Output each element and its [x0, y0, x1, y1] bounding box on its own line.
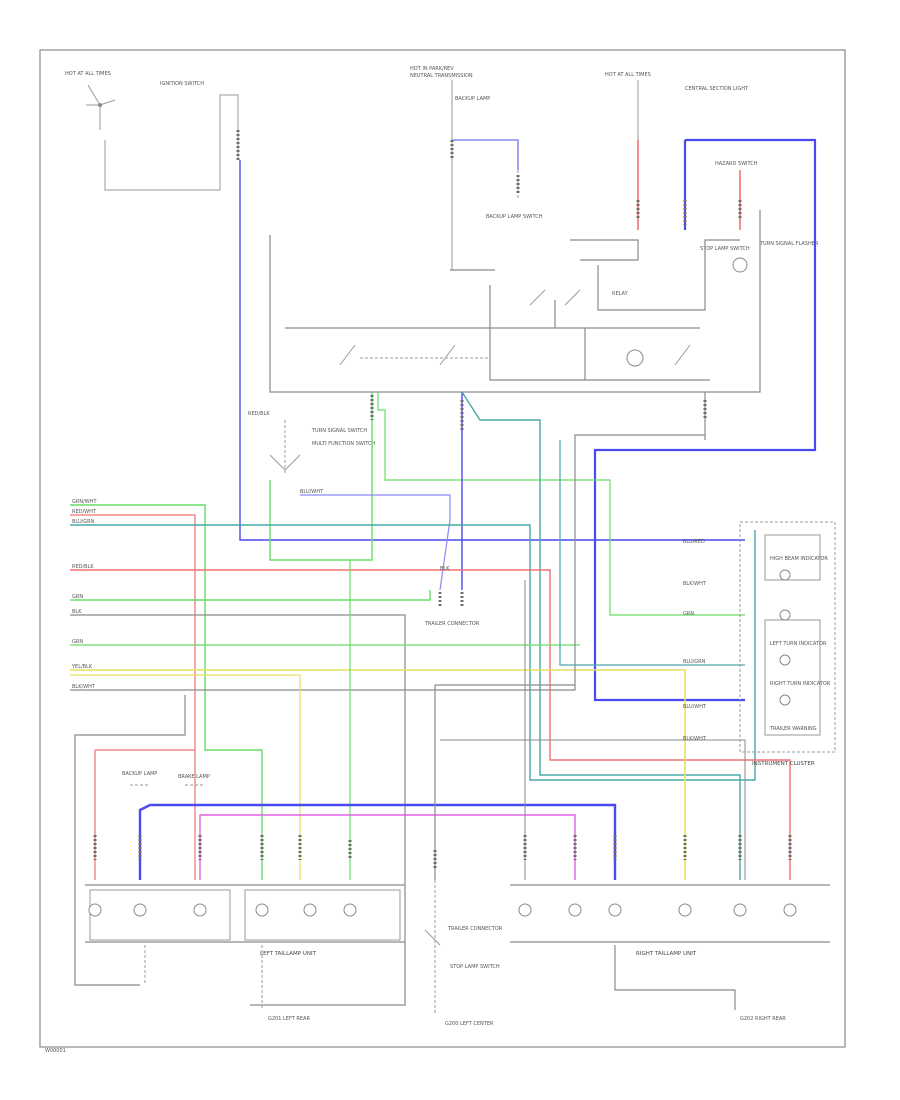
label-trailer-connector: TRAILER CONNECTOR — [424, 621, 480, 627]
label-relay: RELAY — [612, 291, 629, 297]
label-ground-center-small: STOP LAMP SWITCH — [450, 964, 500, 970]
label-ground-right: G202 RIGHT REAR — [740, 1016, 786, 1022]
label-top-right-notes: CENTRAL SECTION LIGHT — [685, 86, 749, 92]
left-taillamp-unit: LEFT TAILLAMP UNIT G201 LEFT REAR — [85, 884, 405, 1022]
cluster-item-4: TRAILER WARNING — [769, 726, 817, 732]
label-ground-center: G200 LEFT CENTER — [445, 1021, 494, 1027]
right-taillamp-unit: RIGHT TAILLAMP UNIT G202 RIGHT REAR — [510, 884, 830, 1022]
label-right-tail: RIGHT TAILLAMP UNIT — [636, 951, 697, 957]
cluster-tag-5: BLU/WHT — [683, 704, 707, 710]
label-backup-small: BACKUP LAMP — [455, 96, 490, 102]
tag-7: GRN — [72, 639, 83, 645]
label-top-center: HOT IN PARK/REV — [410, 66, 454, 72]
center-ground: TRAILER CONNECTOR STOP LAMP SWITCH G200 … — [424, 880, 503, 1027]
tag-2: RED/WHT — [72, 509, 97, 515]
label-top-left-fuse: HOT AT ALL TIMES — [65, 71, 111, 77]
diagram-frame — [39, 49, 846, 1048]
turn-signal-switch: RED/BLK TURN SIGNAL SWITCH MULTI FUNCTIO… — [248, 411, 376, 495]
label-left-tail: LEFT TAILLAMP UNIT — [260, 951, 317, 957]
corner-id: W00001 — [45, 1048, 66, 1054]
label-instrument-cluster: INSTRUMENT CLUSTER — [752, 761, 815, 767]
cluster-tag-2: BLK/WHT — [683, 581, 707, 587]
label-turn-tag: RED/BLK — [248, 411, 270, 417]
ignition-switch-group: HOT AT ALL TIMES IGNITION SWITCH — [65, 71, 239, 191]
tag-5: GRN — [72, 594, 83, 600]
label-backup-lamp: BACKUP LAMP — [122, 771, 157, 777]
label-hazard-switch: HAZARD SWITCH — [715, 161, 758, 167]
label-flasher-small: STOP LAMP SWITCH — [700, 246, 750, 252]
tag-4: RED/BLK — [72, 564, 94, 570]
tag-1: GRN/WHT — [72, 499, 97, 505]
tag-9: BLK/WHT — [72, 684, 96, 690]
tag-6: BLK — [72, 609, 82, 615]
cluster-tag-6: BLK/WHT — [683, 736, 707, 742]
multifunction-switch-assembly: RELAY — [269, 210, 761, 440]
cluster-tag-1: BLU/RED — [683, 539, 705, 545]
connector-ticks — [93, 130, 792, 870]
label-turn-signal-switch: TURN SIGNAL SWITCH — [311, 428, 367, 434]
label-brake-lamp: BRAKE LAMP — [178, 774, 210, 780]
tag-8: YEL/BLK — [71, 664, 93, 670]
label-top-right-fuse: HOT AT ALL TIMES — [605, 72, 651, 78]
relay-coil — [626, 349, 644, 367]
instrument-cluster: HIGH BEAM INDICATOR LEFT TURN INDICATOR … — [683, 521, 836, 767]
label-backup-switch-lower: TRAILER CONNECTOR — [447, 926, 503, 932]
cluster-tag-4: BLU/GRN — [683, 659, 706, 665]
flasher-lamp — [732, 257, 748, 273]
top-right-fuse-group: HOT AT ALL TIMES CENTRAL SECTION LIGHT H… — [605, 72, 819, 273]
label-top-center-2: NEUTRAL TRANSMISSION — [410, 73, 473, 79]
wires-colored — [70, 138, 817, 1006]
trailer-connector: TRAILER CONNECTOR BLK — [424, 566, 480, 627]
label-multifunction: MULTI FUNCTION SWITCH — [312, 441, 376, 447]
left-lamp-labels: BACKUP LAMP BRAKE LAMP — [122, 771, 210, 786]
label-ignition-switch: IGNITION SWITCH — [160, 81, 204, 87]
cluster-item-2: LEFT TURN INDICATOR — [770, 641, 827, 647]
wire-tags-left: GRN/WHT RED/WHT BLU/GRN RED/BLK GRN BLK … — [71, 499, 97, 690]
tag-trailer: BLK — [440, 566, 450, 572]
label-backup-lamp-switch: BACKUP LAMP SWITCH — [486, 214, 543, 220]
cluster-tag-3: GRN — [683, 611, 694, 617]
cluster-item-3: RIGHT TURN INDICATOR — [770, 681, 831, 687]
cluster-item-1: HIGH BEAM INDICATOR — [770, 556, 828, 562]
label-wire-t9: BLU/WHT — [300, 489, 324, 495]
tag-3: BLU/GRN — [72, 519, 95, 525]
label-ground-left: G201 LEFT REAR — [268, 1016, 310, 1022]
label-flasher: TURN SIGNAL FLASHER — [759, 241, 819, 247]
